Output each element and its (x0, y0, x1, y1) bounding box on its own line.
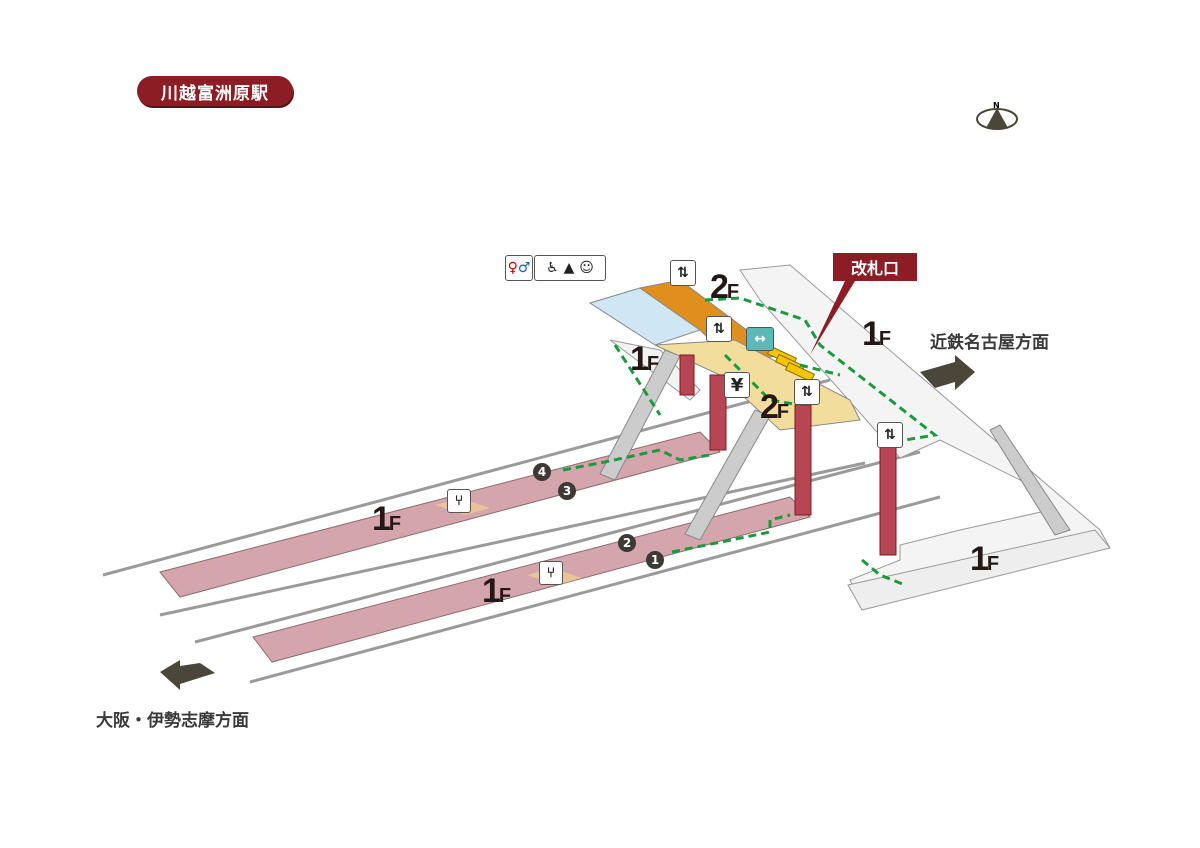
pillar (679, 354, 695, 396)
floor-label-1f: 1F (482, 572, 511, 610)
east-concourse (739, 264, 1111, 601)
ticket-gate-label: 改札口 (833, 253, 917, 281)
direction-osaka: 大阪・伊勢志摩方面 (96, 711, 249, 731)
floor-label-1f: 1F (862, 315, 891, 353)
track-line (102, 378, 831, 577)
pillar (794, 404, 812, 516)
elevator-icon: ⇅ (706, 316, 732, 342)
floor-label-1f: 1F (970, 540, 999, 578)
platform-north (159, 431, 721, 598)
floor-label-2f: 2F (760, 388, 789, 426)
ticket-machine-yen-icon: ¥ (724, 372, 750, 398)
tracks (102, 378, 941, 684)
station-title: 川越富洲原駅 (137, 76, 293, 106)
pillar (879, 444, 897, 556)
track-line (159, 461, 866, 617)
arrow-west-icon (160, 660, 215, 690)
east-1f-exit (847, 529, 1111, 611)
elevator-icon: ⇅ (794, 379, 820, 405)
platform-number-3: 3 (558, 482, 576, 500)
platform-number-4: 4 (533, 463, 551, 481)
pillars (679, 354, 897, 556)
toilet-icon: ♀♂ (505, 255, 533, 281)
route-lines (562, 296, 939, 587)
waiting-room-icon: ⑂ (447, 489, 471, 513)
pillar (709, 374, 727, 451)
stairs-east (989, 424, 1071, 536)
floor-label-1f: 1F (630, 340, 659, 378)
elevator-icon: ⇅ (877, 422, 903, 448)
platform-south (252, 496, 811, 663)
compass-north-label: N (993, 101, 1000, 110)
elevator-icon: ⇅ (670, 260, 696, 286)
platform-number-1: 1 (646, 551, 664, 569)
track-line (249, 495, 941, 684)
transfer-icon: ↔ (746, 327, 774, 351)
floor-label-1f: 1F (372, 500, 401, 538)
stairs-west (599, 349, 681, 481)
stairs (599, 349, 1071, 541)
accessible-toilet-icon: ♿ ▲ ☺ (534, 255, 606, 281)
direction-nagoya: 近鉄名古屋方面 (930, 333, 1049, 353)
waiting-room-icon: ⑂ (539, 561, 563, 585)
platform-number-2: 2 (618, 534, 636, 552)
stairs-center (684, 409, 771, 541)
floor-label-2f: 2F (710, 268, 739, 306)
gate-pointer (810, 281, 855, 355)
arrow-east-icon (920, 355, 975, 390)
